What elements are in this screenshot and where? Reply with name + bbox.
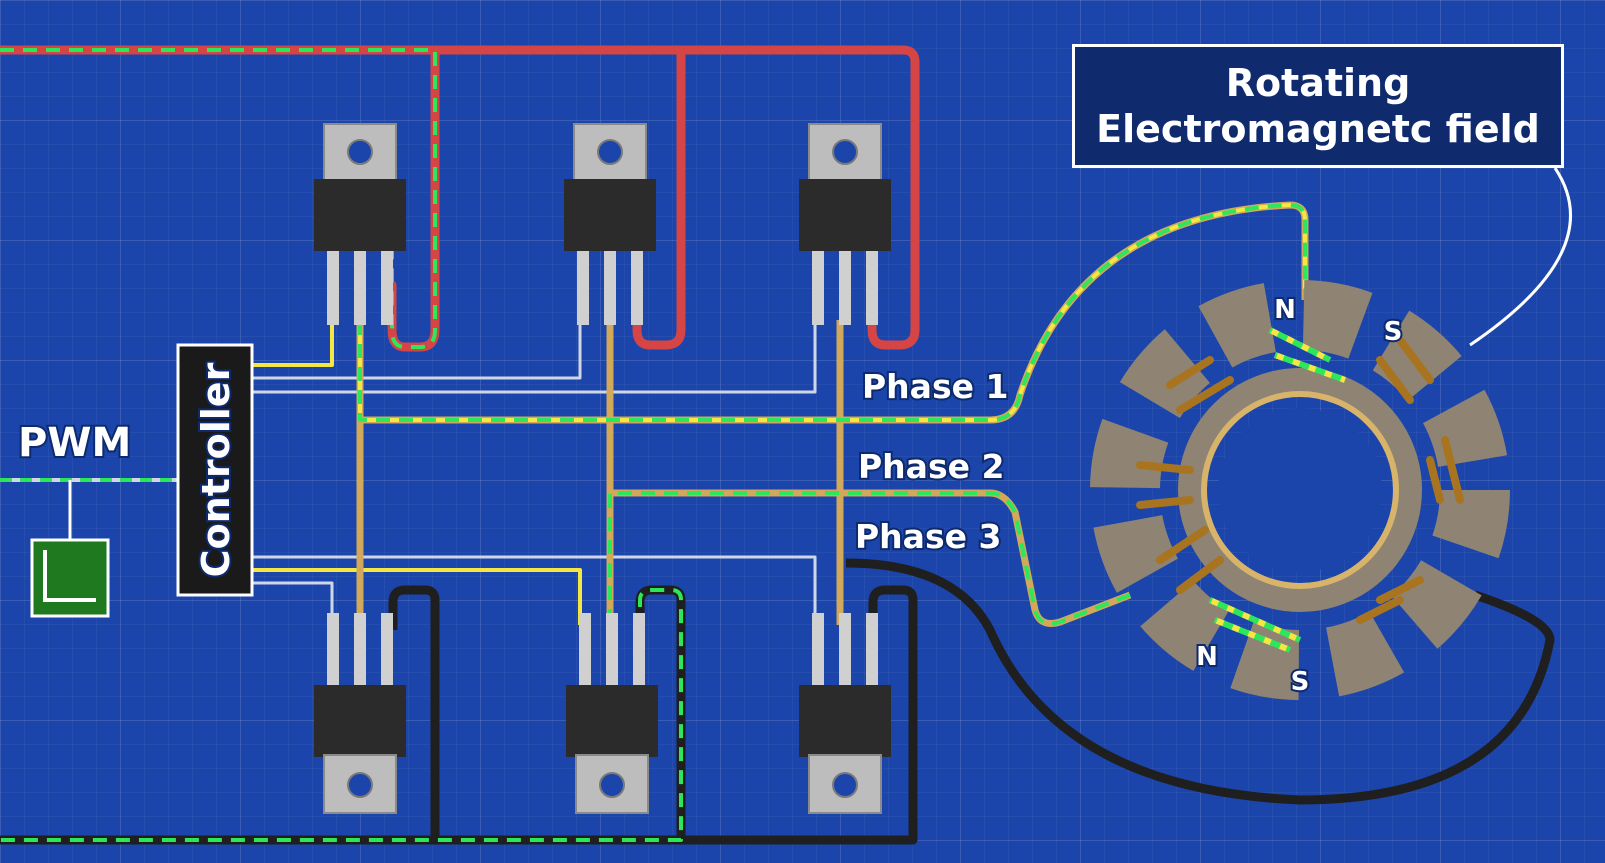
callout-pointer	[1469, 167, 1572, 347]
mosfet-high-side-a	[313, 123, 407, 326]
mosfet-low-side-a	[313, 612, 407, 814]
phase-3-label: Phase 3	[855, 517, 1001, 556]
controller-block: Controller	[176, 343, 254, 597]
magnet-north-top: N	[1274, 295, 1296, 325]
mosfet-high-side-c	[798, 123, 892, 326]
mosfet-low-side-b	[565, 612, 659, 814]
mosfet-low-side-c	[798, 612, 892, 814]
positive-rail	[0, 45, 920, 352]
callout-title-line2: Electromagnetc field	[1096, 107, 1540, 151]
gate-control-wires	[252, 285, 817, 625]
current-flow-path	[0, 48, 1307, 842]
controller-label: Controller	[194, 362, 238, 577]
motor-stator: N S N S	[1090, 280, 1510, 700]
pwm-label: PWM	[18, 420, 131, 466]
magnet-north-bottom: N	[1196, 642, 1218, 672]
phase-2-label: Phase 2	[858, 447, 1004, 486]
field-callout-box: Rotating Electromagnetc field	[1072, 44, 1564, 168]
magnet-south-top: S	[1384, 317, 1403, 347]
phase-1-label: Phase 1	[862, 367, 1008, 406]
callout-title-line1: Rotating	[1225, 61, 1411, 105]
pwm-input: PWM	[0, 418, 178, 618]
magnet-south-bottom: S	[1291, 667, 1310, 697]
mosfet-high-side-b	[563, 123, 657, 326]
